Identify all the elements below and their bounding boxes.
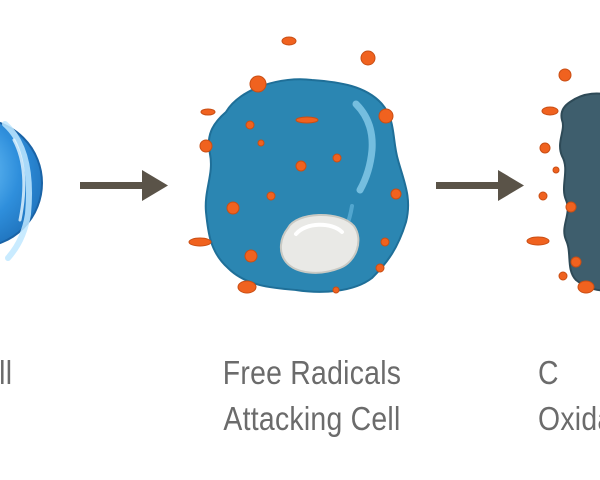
free-radical [378,108,394,124]
free-radicals-middle [188,36,402,294]
attacked-cell [204,78,410,293]
stage-label-line: C [538,354,559,391]
free-radicals-right [526,68,595,294]
free-radical [295,160,307,172]
free-radical [390,188,402,200]
free-radical [577,280,595,294]
free-radical [526,236,550,246]
stage-label-line: Free Radicals [222,354,402,391]
free-radical [249,75,267,93]
free-radical [538,191,548,201]
stage-label-line: Attacking Cell [223,400,401,437]
free-radical [281,36,297,46]
free-radical [244,249,258,263]
free-radical [332,286,340,294]
arrow-1 [80,170,168,201]
free-radical [237,280,257,294]
free-radical [360,50,376,66]
stage-label-line: ll [0,354,12,391]
arrow-2 [436,170,524,201]
free-radical [541,106,559,116]
free-radical [375,263,385,273]
free-radical [565,201,577,213]
stage-label-attacking: Free Radicals Attacking Cell [209,350,415,442]
free-radical [380,237,390,247]
free-radical [245,120,255,130]
free-radical [266,191,276,201]
free-radical [552,166,560,174]
stage-label-oxidized: C Oxida [538,350,600,442]
free-radical [332,153,342,163]
stage-label-healthy: ll [0,350,12,396]
free-radical [188,237,212,247]
stage-label-line: Oxida [538,400,600,437]
free-radical [539,142,551,154]
free-radical [558,68,572,82]
free-radical [199,139,213,153]
free-radical [295,116,319,124]
free-radical [257,139,265,147]
free-radical [570,256,582,268]
free-radical [558,271,568,281]
oxidized-cell [559,92,600,292]
free-radical [226,201,240,215]
free-radical [200,108,216,116]
healthy-cell [0,121,43,261]
